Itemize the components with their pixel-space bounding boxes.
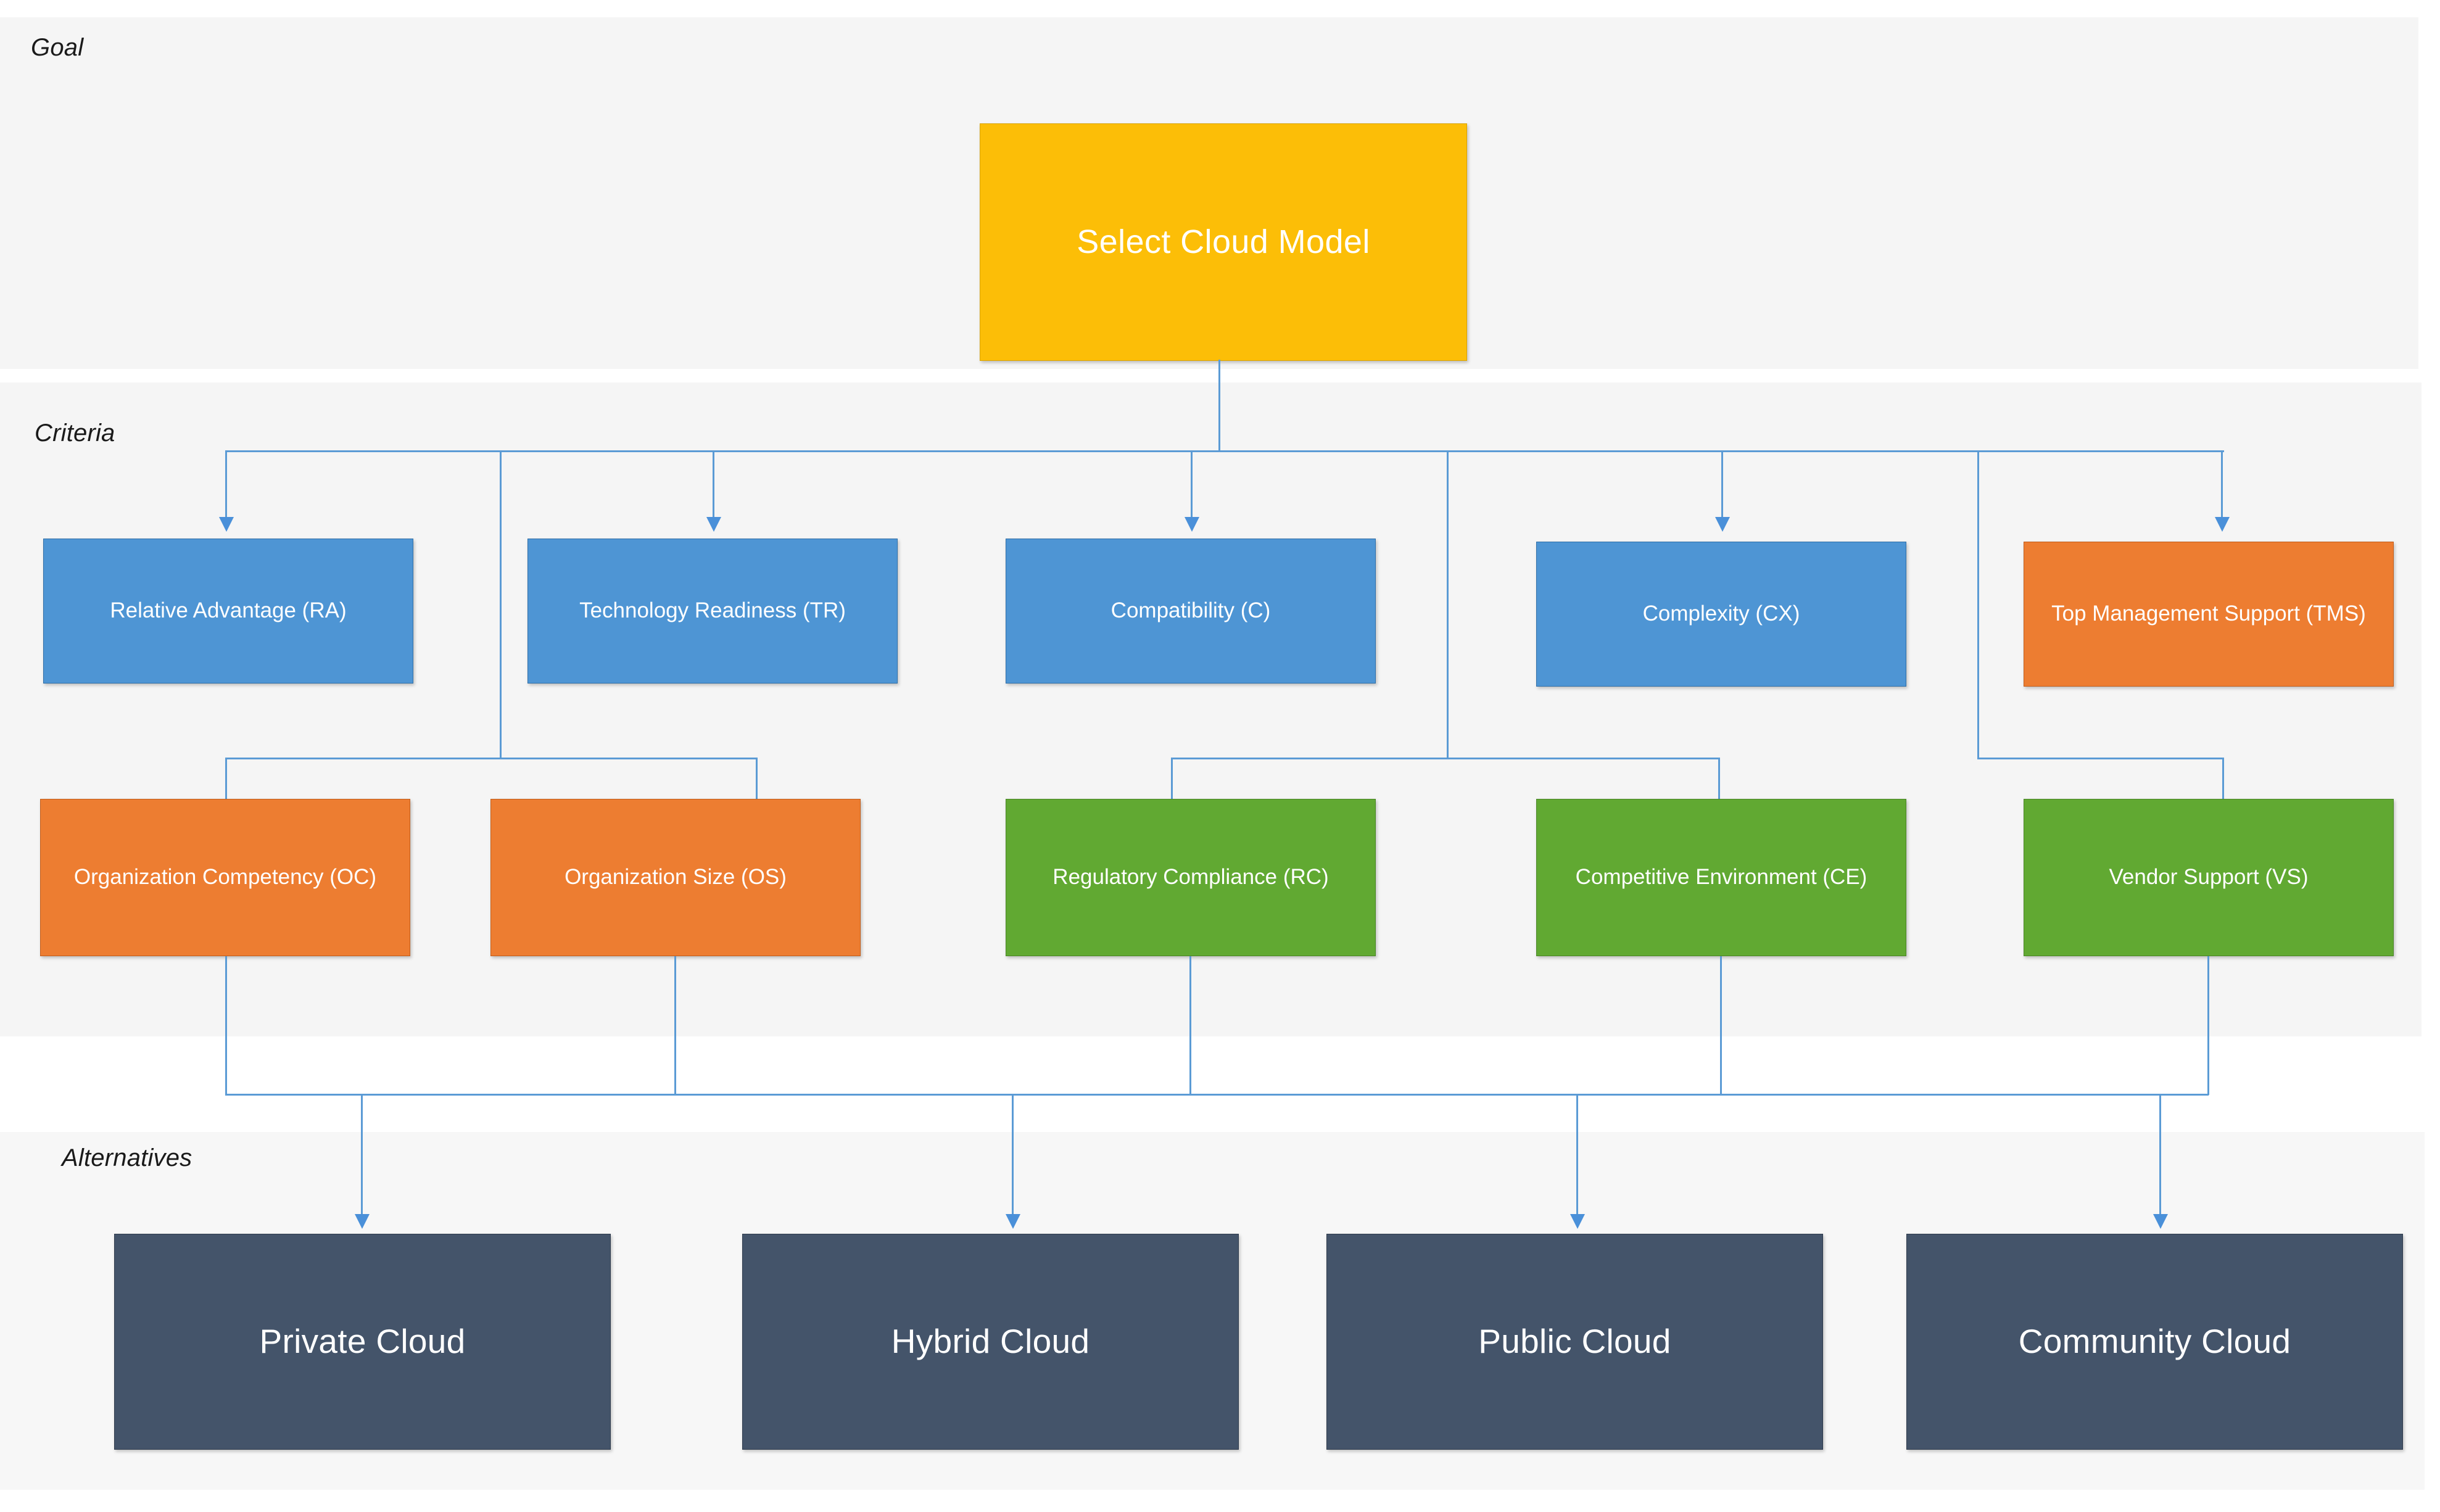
criteria-node-label: Organization Size (OS) [565,865,787,890]
connector-alternatives-bus [225,1094,2209,1096]
connector-vs-to-altbus [2207,956,2209,1095]
connector-drop-community-cloud [2159,1094,2161,1217]
goal-band-label: Goal [31,34,84,61]
connector-drop-hybrid-cloud [1012,1094,1014,1217]
arrow-public-cloud [1570,1214,1585,1229]
goal-node-select-cloud-model[interactable]: Select Cloud Model [980,123,1467,361]
criteria-node-label: Competitive Environment (CE) [1575,865,1867,890]
alternative-node-label: Hybrid Cloud [891,1322,1090,1361]
connector-drop-tms [2221,450,2223,518]
criteria-node-label: Organization Competency (OC) [73,865,377,890]
criteria-node-organization-size[interactable]: Organization Size (OS) [490,799,861,956]
criteria-node-organization-competency[interactable]: Organization Competency (OC) [40,799,410,956]
criteria-node-label: Regulatory Compliance (RC) [1053,865,1329,890]
criteria-node-compatibility[interactable]: Compatibility (C) [1006,539,1376,684]
criteria-node-top-management-support[interactable]: Top Management Support (TMS) [2024,542,2394,687]
connector-drop-oc [225,758,227,816]
alternative-node-community-cloud[interactable]: Community Cloud [1906,1234,2403,1450]
connector-drop-tr [713,450,714,518]
connector-drop-private-cloud [361,1094,363,1217]
alternative-node-label: Private Cloud [259,1322,466,1361]
alternative-node-label: Public Cloud [1478,1322,1671,1361]
criteria-node-label: Complexity (CX) [1642,601,1800,626]
connector-subbus-left [225,758,757,759]
alternative-node-label: Community Cloud [2018,1322,2291,1361]
goal-node-label: Select Cloud Model [1077,223,1370,260]
connector-drop-public-cloud [1576,1094,1578,1217]
criteria-node-regulatory-compliance[interactable]: Regulatory Compliance (RC) [1006,799,1376,956]
criteria-node-competitive-environment[interactable]: Competitive Environment (CE) [1536,799,1906,956]
criteria-node-label: Vendor Support (VS) [2109,865,2309,890]
connector-drop-cx [1721,450,1723,518]
connector-oc-to-altbus [225,956,227,1095]
arrow-community-cloud [2153,1214,2168,1229]
connector-subbus-right [1977,758,2224,759]
criteria-node-relative-advantage[interactable]: Relative Advantage (RA) [43,539,413,684]
connector-criteria-bus [225,450,2224,452]
connector-drop-rc [1171,758,1173,816]
criteria-node-label: Top Management Support (TMS) [2051,601,2366,626]
criteria-node-complexity[interactable]: Complexity (CX) [1536,542,1906,687]
connector-passthrough-right [1977,450,1979,758]
connector-drop-ce [1718,758,1720,816]
arrow-c [1185,517,1199,532]
alternative-node-private-cloud[interactable]: Private Cloud [114,1234,611,1450]
arrow-hybrid-cloud [1006,1214,1020,1229]
connector-passthrough-mid [1447,450,1449,758]
criteria-node-label: Technology Readiness (TR) [579,598,846,623]
connector-goal-to-bus [1218,360,1220,452]
arrow-tms [2215,517,2230,532]
criteria-band-label: Criteria [35,419,115,447]
criteria-node-label: Compatibility (C) [1110,598,1271,623]
arrow-tr [706,517,721,532]
arrow-ra [219,517,234,532]
connector-drop-ra [225,450,227,518]
connector-drop-c [1191,450,1193,518]
connector-os-to-altbus [674,956,676,1095]
connector-ce-to-altbus [1720,956,1722,1095]
connector-subbus-mid [1171,758,1720,759]
criteria-node-vendor-support[interactable]: Vendor Support (VS) [2024,799,2394,956]
criteria-node-label: Relative Advantage (RA) [110,598,347,623]
alternative-node-public-cloud[interactable]: Public Cloud [1326,1234,1823,1450]
connector-drop-vs [2222,758,2224,816]
alternatives-band-label: Alternatives [62,1144,192,1171]
arrow-private-cloud [355,1214,370,1229]
alternative-node-hybrid-cloud[interactable]: Hybrid Cloud [742,1234,1239,1450]
arrow-cx [1715,517,1730,532]
criteria-node-technology-readiness[interactable]: Technology Readiness (TR) [527,539,898,684]
connector-drop-os [756,758,758,816]
connector-rc-to-altbus [1189,956,1191,1095]
connector-passthrough-left [500,450,502,758]
